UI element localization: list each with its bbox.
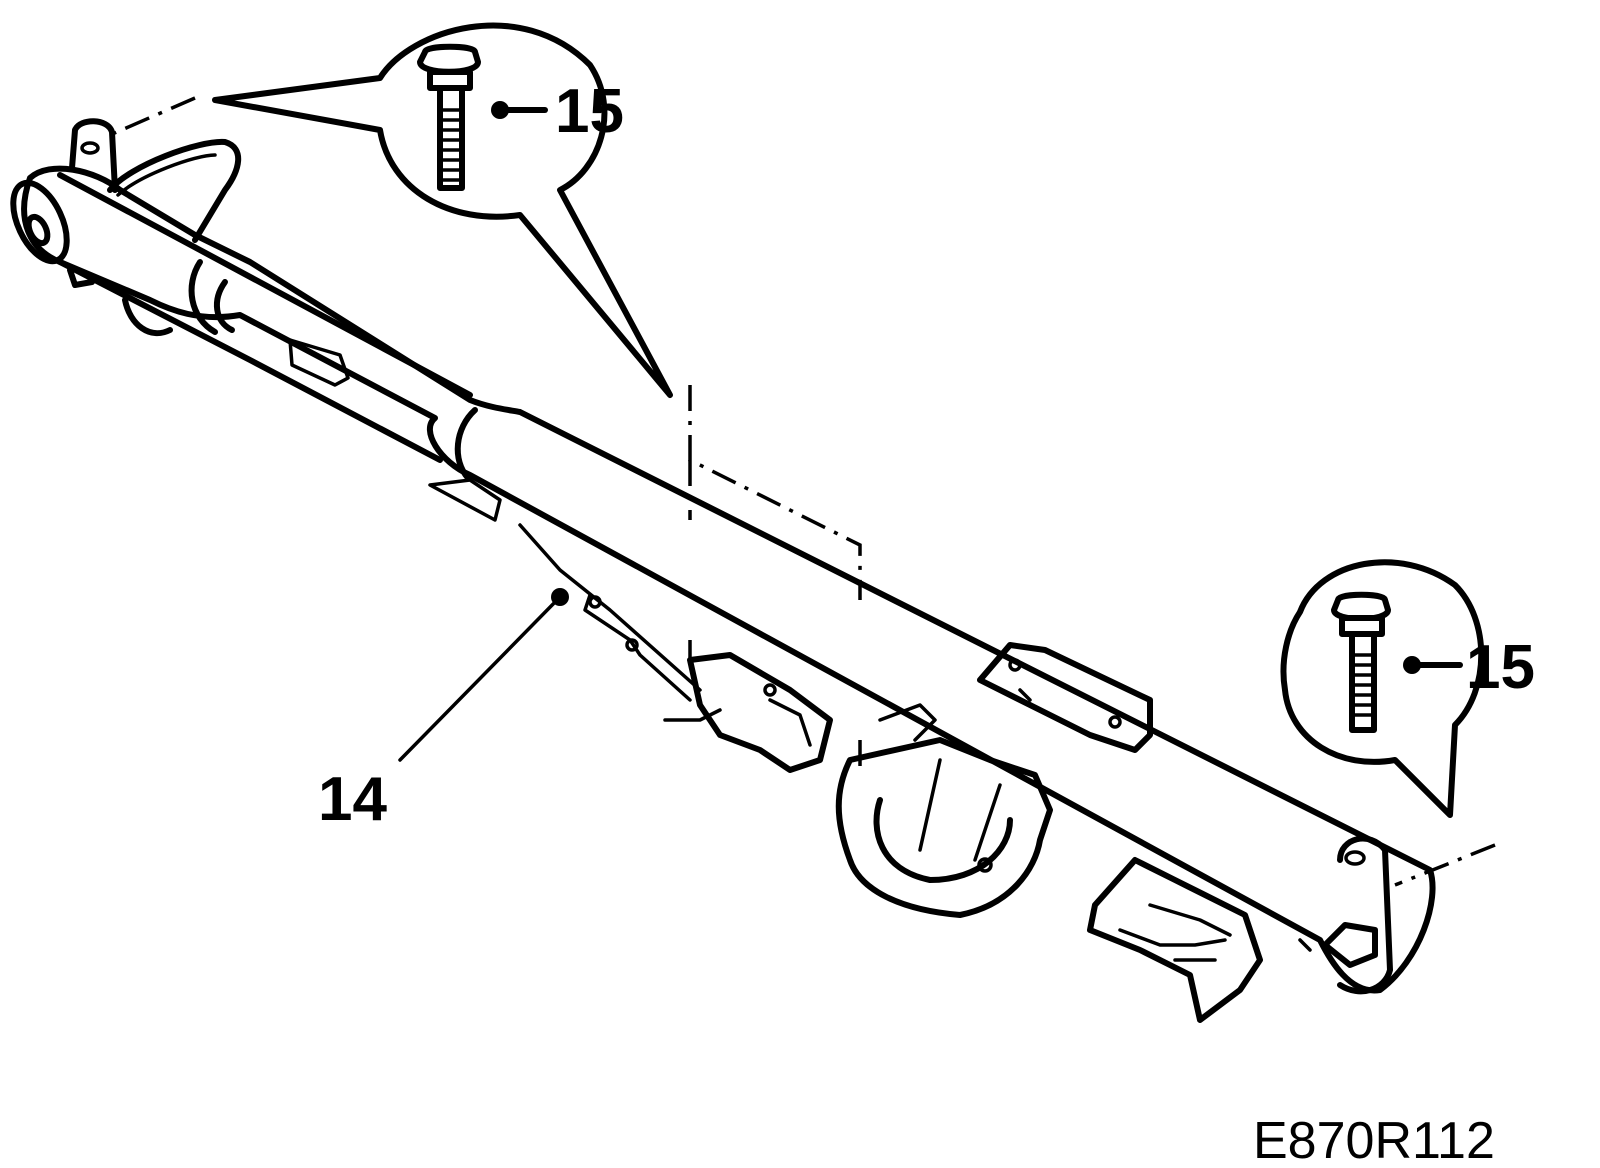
bolt-icon [1331, 591, 1391, 733]
leader-line [398, 588, 569, 762]
bolt-15-top-balloon [212, 22, 673, 398]
bolt-15-right-balloon [1280, 559, 1485, 818]
callout-label-14: 14 [318, 765, 387, 834]
bolt-icon [417, 43, 481, 191]
assembly-lines [109, 96, 1496, 887]
figure-code: E870R112 [1253, 1112, 1495, 1168]
cross-car-beam-drawing [10, 118, 1436, 1023]
callout-label-15-top: 15 [555, 77, 624, 146]
callout-label-15-right: 15 [1466, 633, 1535, 702]
